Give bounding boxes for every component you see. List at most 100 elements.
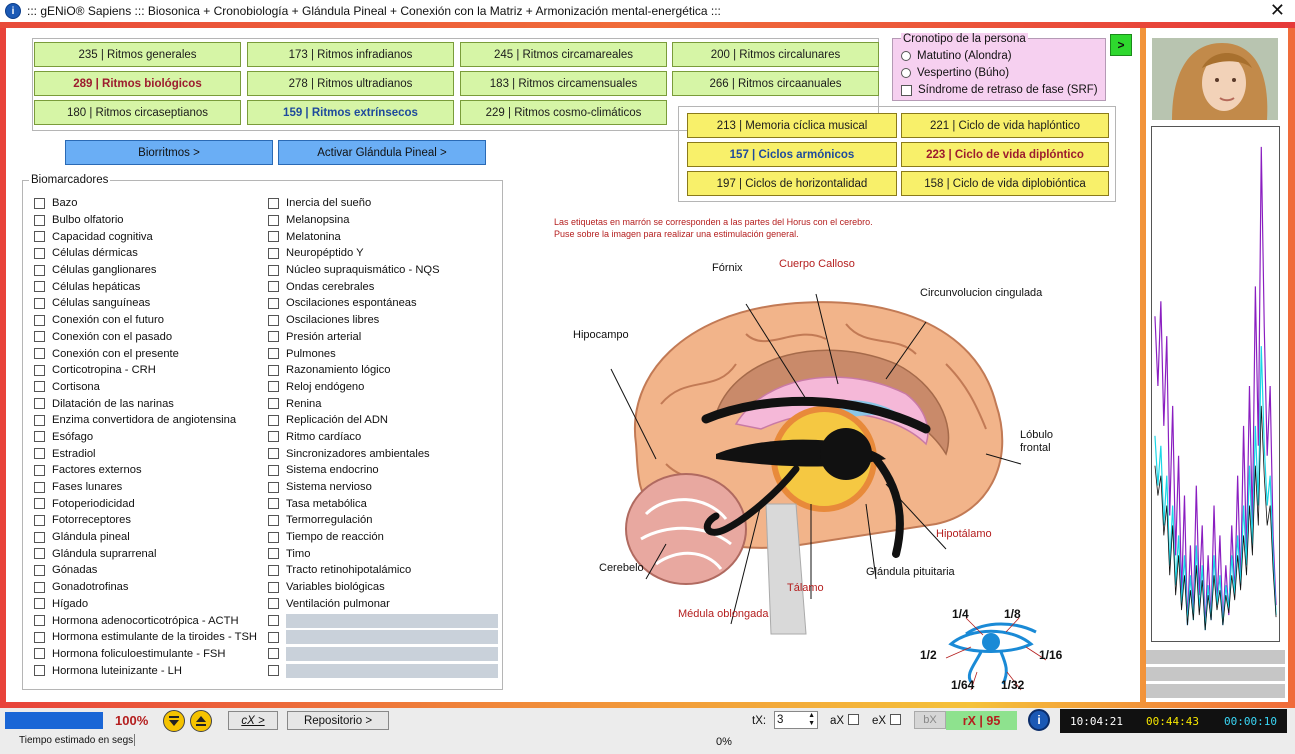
checkbox[interactable] bbox=[268, 648, 279, 660]
biomarker-item[interactable]: Capacidad cognitiva bbox=[34, 228, 257, 245]
brain-horus-image[interactable] bbox=[566, 254, 1086, 654]
checkbox[interactable] bbox=[268, 264, 279, 276]
info-icon[interactable]: i bbox=[1028, 709, 1050, 731]
biomarker-item[interactable]: Hormona estimulante de la tiroides - TSH bbox=[34, 629, 257, 646]
biomarker-item[interactable]: Células sanguíneas bbox=[34, 295, 257, 312]
biomarker-empty-slot[interactable] bbox=[268, 646, 498, 663]
rhythm-button[interactable]: 159 | Ritmos extrínsecos bbox=[247, 100, 454, 125]
rhythm-button[interactable]: 229 | Ritmos cosmo-climáticos bbox=[460, 100, 667, 125]
checkbox[interactable] bbox=[268, 297, 279, 309]
rhythm-button[interactable]: 289 | Ritmos biológicos bbox=[34, 71, 241, 96]
cycle-button[interactable]: 157 | Ciclos armónicos bbox=[687, 142, 897, 167]
biomarker-empty-slot[interactable] bbox=[268, 662, 498, 679]
checkbox[interactable] bbox=[268, 431, 279, 443]
checkbox[interactable] bbox=[34, 648, 45, 660]
biomarker-item[interactable]: Enzima convertidora de angiotensina bbox=[34, 412, 257, 429]
checkbox[interactable] bbox=[268, 364, 279, 376]
rhythm-button[interactable]: 278 | Ritmos ultradianos bbox=[247, 71, 454, 96]
biomarker-item[interactable]: Fases lunares bbox=[34, 479, 257, 496]
cycle-button[interactable]: 158 | Ciclo de vida diplobióntica bbox=[901, 171, 1109, 196]
biomarker-empty-slot[interactable] bbox=[268, 612, 498, 629]
biomarker-item[interactable]: Bulbo olfatorio bbox=[34, 212, 257, 229]
checkbox[interactable] bbox=[34, 364, 45, 376]
checkbox[interactable] bbox=[268, 281, 279, 293]
cronotipo-go-button[interactable]: > bbox=[1110, 34, 1132, 56]
biomarker-item[interactable]: Termorregulación bbox=[268, 512, 498, 529]
rhythm-button[interactable]: 266 | Ritmos circaanuales bbox=[672, 71, 879, 96]
biomarker-item[interactable]: Hormona foliculoestimulante - FSH bbox=[34, 646, 257, 663]
close-icon[interactable]: ✕ bbox=[1269, 0, 1285, 20]
checkbox[interactable] bbox=[34, 314, 45, 326]
biomarker-item[interactable]: Tiempo de reacción bbox=[268, 529, 498, 546]
stepper-arrows-icon[interactable]: ▲▼ bbox=[808, 712, 815, 727]
checkbox[interactable] bbox=[268, 331, 279, 343]
biomarker-item[interactable]: Melanopsina bbox=[268, 212, 498, 229]
checkbox[interactable] bbox=[34, 548, 45, 560]
biomarker-item[interactable]: Conexión con el presente bbox=[34, 345, 257, 362]
checkbox[interactable] bbox=[34, 381, 45, 393]
ax-checkbox[interactable] bbox=[848, 714, 859, 725]
checkbox[interactable] bbox=[268, 214, 279, 226]
rhythm-button[interactable]: 245 | Ritmos circamareales bbox=[460, 42, 667, 67]
checkbox[interactable] bbox=[268, 448, 279, 460]
checkbox[interactable] bbox=[34, 631, 45, 643]
checkbox[interactable] bbox=[34, 214, 45, 226]
biomarker-item[interactable]: Núcleo supraquismático - NQS bbox=[268, 262, 498, 279]
cx-button[interactable]: cX > bbox=[228, 711, 278, 730]
biomarker-item[interactable]: Replicación del ADN bbox=[268, 412, 498, 429]
ex-checkbox[interactable] bbox=[890, 714, 901, 725]
checkbox[interactable] bbox=[268, 247, 279, 259]
biomarker-item[interactable]: Células hepáticas bbox=[34, 278, 257, 295]
empty-field[interactable] bbox=[286, 630, 498, 645]
biomarker-item[interactable]: Hormona adenocorticotrópica - ACTH bbox=[34, 612, 257, 629]
biomarker-item[interactable]: Fotorreceptores bbox=[34, 512, 257, 529]
biomarker-item[interactable]: Timo bbox=[268, 545, 498, 562]
checkbox[interactable] bbox=[268, 414, 279, 426]
biomarker-item[interactable]: Tracto retinohipotalámico bbox=[268, 562, 498, 579]
biomarker-item[interactable]: Renina bbox=[268, 395, 498, 412]
checkbox[interactable] bbox=[34, 414, 45, 426]
empty-field[interactable] bbox=[286, 663, 498, 678]
biomarker-item[interactable]: Ritmo cardíaco bbox=[268, 429, 498, 446]
cronotipo-vespertino[interactable]: Vespertino (Búho) bbox=[901, 67, 1009, 79]
rhythm-button[interactable]: 183 | Ritmos circamensuales bbox=[460, 71, 667, 96]
biomarker-item[interactable]: Corticotropina - CRH bbox=[34, 362, 257, 379]
cycle-button[interactable]: 213 | Memoria cíclica musical bbox=[687, 113, 897, 138]
bx-button[interactable]: bX bbox=[914, 711, 946, 729]
checkbox[interactable] bbox=[34, 197, 45, 209]
empty-field[interactable] bbox=[286, 613, 498, 628]
checkbox[interactable] bbox=[34, 531, 45, 543]
biomarker-item[interactable]: Tasa metabólica bbox=[268, 495, 498, 512]
biomarker-item[interactable]: Inercia del sueño bbox=[268, 195, 498, 212]
rhythm-button[interactable]: 235 | Ritmos generales bbox=[34, 42, 241, 67]
checkbox[interactable] bbox=[34, 581, 45, 593]
checkbox[interactable] bbox=[34, 264, 45, 276]
checkbox[interactable] bbox=[34, 598, 45, 610]
checkbox[interactable] bbox=[34, 481, 45, 493]
biomarker-item[interactable]: Fotoperiodicidad bbox=[34, 495, 257, 512]
checkbox[interactable] bbox=[268, 398, 279, 410]
biomarker-item[interactable]: Hígado bbox=[34, 596, 257, 613]
checkbox[interactable] bbox=[34, 498, 45, 510]
checkbox[interactable] bbox=[34, 348, 45, 360]
biomarker-item[interactable]: Oscilaciones libres bbox=[268, 312, 498, 329]
biomarker-item[interactable]: Células dérmicas bbox=[34, 245, 257, 262]
checkbox[interactable] bbox=[34, 665, 45, 677]
checkbox[interactable] bbox=[34, 564, 45, 576]
biomarker-item[interactable]: Melatonina bbox=[268, 228, 498, 245]
checkbox[interactable] bbox=[268, 314, 279, 326]
biomarker-item[interactable]: Sincronizadores ambientales bbox=[268, 445, 498, 462]
checkbox[interactable] bbox=[268, 381, 279, 393]
activar-pineal-button[interactable]: Activar Glándula Pineal > bbox=[278, 140, 486, 165]
biomarker-item[interactable]: Hormona luteinizante - LH bbox=[34, 662, 257, 679]
biomarker-item[interactable]: Dilatación de las narinas bbox=[34, 395, 257, 412]
checkbox[interactable] bbox=[34, 331, 45, 343]
checkbox[interactable] bbox=[34, 281, 45, 293]
checkbox[interactable] bbox=[268, 665, 279, 677]
biomarker-item[interactable]: Bazo bbox=[34, 195, 257, 212]
checkbox[interactable] bbox=[268, 514, 279, 526]
cycle-button[interactable]: 197 | Ciclos de horizontalidad bbox=[687, 171, 897, 196]
checkbox[interactable] bbox=[34, 297, 45, 309]
checkbox[interactable] bbox=[34, 448, 45, 460]
biomarker-item[interactable]: Gónadas bbox=[34, 562, 257, 579]
